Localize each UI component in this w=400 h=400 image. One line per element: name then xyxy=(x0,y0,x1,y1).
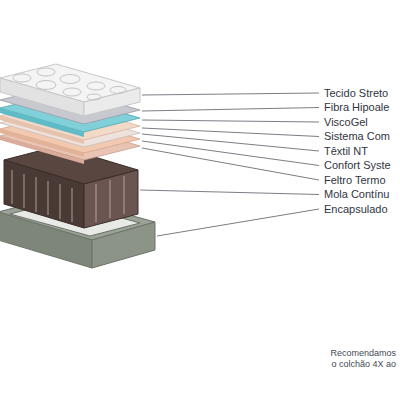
quilted-top xyxy=(0,64,140,116)
layer-label: Encapsulado xyxy=(324,203,388,216)
layer-label: Confort Syste xyxy=(324,159,391,172)
leader-lines xyxy=(140,93,319,236)
layer-label: Sistema Com xyxy=(324,130,390,143)
layer-label: Tecido Streto xyxy=(324,87,388,100)
layer-label: Fibra Hipoale xyxy=(324,101,389,114)
layer-label: Mola Contínu xyxy=(324,188,389,201)
layer-label: Têxtil NT xyxy=(324,145,368,158)
layer-label: Feltro Termo xyxy=(324,174,386,187)
layer-label: ViscoGel xyxy=(324,116,368,129)
care-note: Recomendamos o colchão 4X ao xyxy=(328,348,396,370)
